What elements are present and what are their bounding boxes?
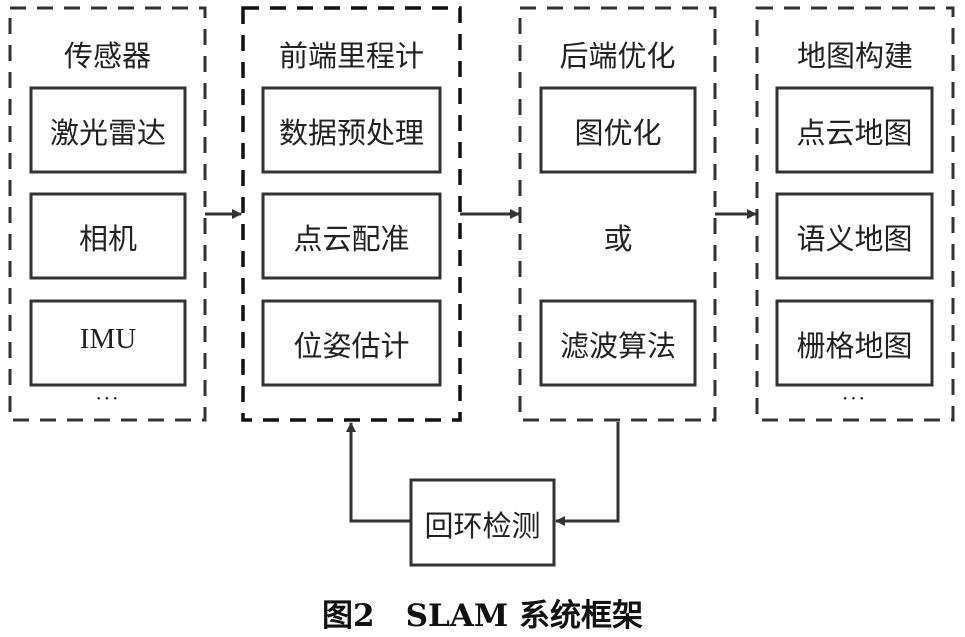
label-camera: 相机: [78, 222, 137, 256]
box-camera: [29, 192, 187, 280]
box-semantic-map: [775, 192, 934, 280]
box-graph-optimization: [539, 86, 697, 174]
group-title-mapping: 地图构建: [796, 39, 913, 73]
box-filtering: [539, 299, 697, 387]
label-semantic-map: 语义地图: [796, 222, 913, 256]
box-loop-closure: [409, 478, 556, 567]
label-pose-estimation: 位姿估计: [293, 329, 410, 363]
label-imu: IMU: [79, 323, 137, 355]
group-title-backend: 后端优化: [559, 39, 676, 73]
label-grid-map: 栅格地图: [796, 329, 913, 363]
label-pointcloud-map: 点云地图: [796, 116, 913, 150]
arrow-backend-to-loop: [555, 422, 620, 526]
box-registration: [261, 192, 442, 280]
group-title-sensors: 传感器: [63, 39, 151, 73]
group-title-frontend: 前端里程计: [278, 39, 424, 73]
label-or: 或: [603, 222, 633, 256]
group-mapping-frame: [755, 6, 955, 422]
box-lidar: [29, 86, 187, 174]
group-backend-frame: [518, 6, 717, 422]
box-pointcloud-map: [775, 86, 934, 174]
group-frontend-frame: [241, 6, 462, 422]
label-preprocess: 数据预处理: [278, 116, 424, 150]
arrow-loop-to-frontend: [346, 422, 411, 523]
figure-caption: 图2 SLAM 系统框架: [322, 598, 643, 634]
group-sensors-frame: [8, 6, 207, 422]
ellipsis-mapping: ···: [841, 386, 868, 410]
label-registration: 点云配准: [293, 222, 410, 256]
box-preprocess: [261, 86, 442, 174]
label-graph-optimization: 图优化: [574, 116, 662, 150]
box-imu: [29, 299, 187, 387]
label-loop-closure: 回环检测: [424, 509, 541, 543]
ellipsis-sensors: ···: [95, 386, 121, 410]
box-grid-map: [775, 299, 934, 387]
label-lidar: 激光雷达: [49, 116, 166, 150]
label-filtering: 滤波算法: [559, 329, 676, 363]
box-pose-estimation: [261, 299, 442, 387]
